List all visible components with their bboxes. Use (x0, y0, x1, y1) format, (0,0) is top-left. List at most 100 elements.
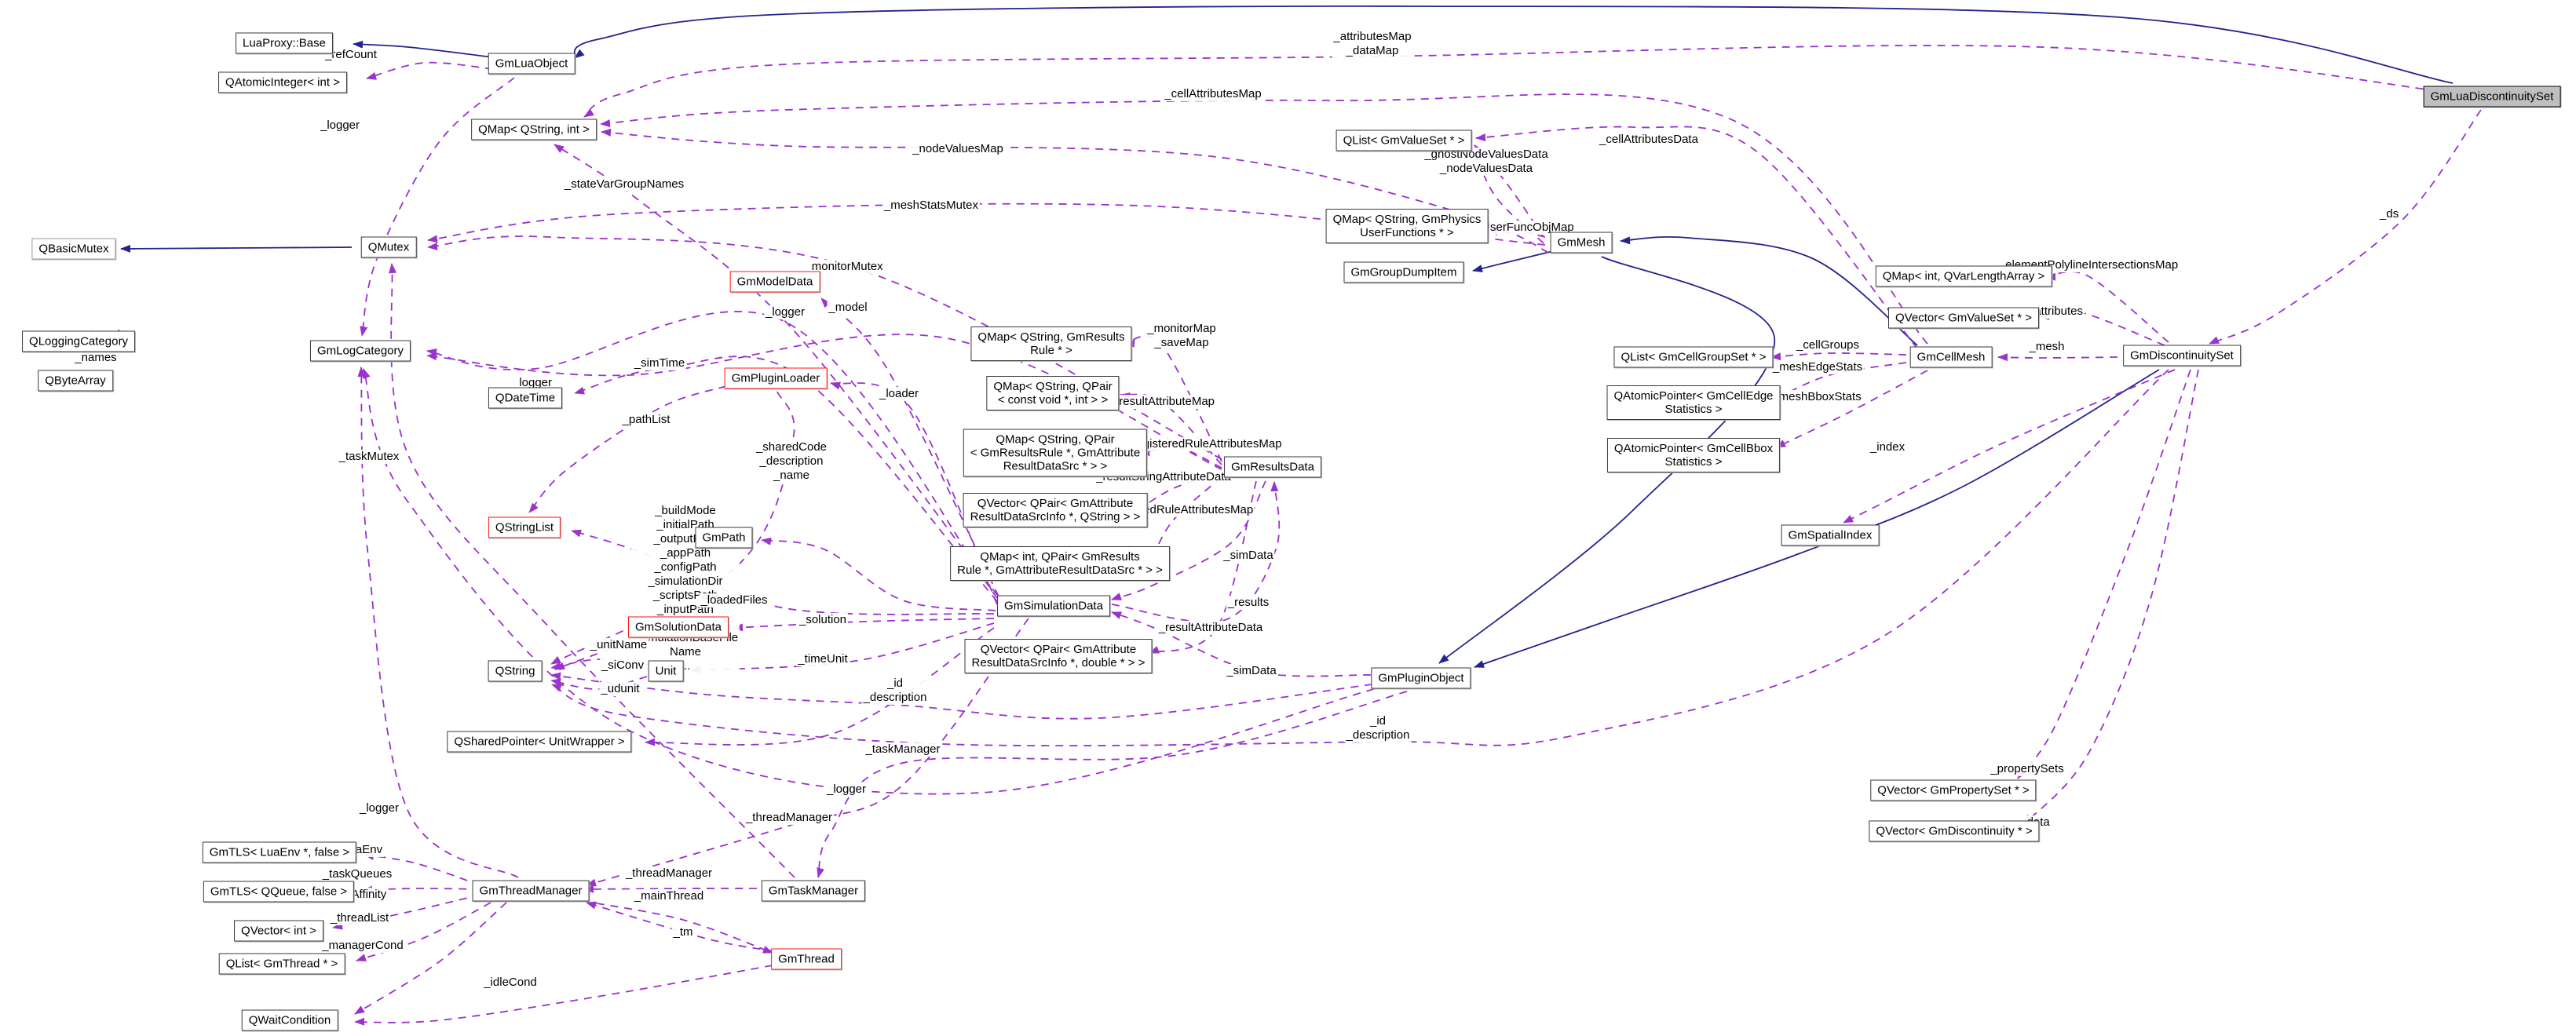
edge-gmpluginloader-to-qstring (550, 391, 795, 665)
class-node-gmgroupdumpitem[interactable]: GmGroupDumpItem (1343, 261, 1464, 283)
class-node-qvector-gmvalueset[interactable]: QVector< GmValueSet * > (1888, 307, 2039, 329)
edge-gmsimulationdata-to-qdatetime (574, 356, 998, 602)
class-node-qlist-gmthread[interactable]: QList< GmThread * > (218, 953, 345, 975)
class-node-qstringlist[interactable]: QStringList (488, 516, 561, 538)
class-node-gmtls-qqueue[interactable]: GmTLS< QQueue, false > (203, 881, 355, 903)
edge-gmthreadmanager-to-gmthread (582, 900, 773, 954)
class-node-qatomicpointer-cellbbox[interactable]: QAtomicPointer< GmCellBbox Statistics > (1606, 438, 1781, 472)
class-node-qstring[interactable]: QString (488, 660, 543, 682)
class-node-gmsolutiondata[interactable]: GmSolutionData (627, 616, 729, 638)
edge-unit-to-qstring (550, 658, 648, 670)
class-node-gmdiscontinuityset[interactable]: GmDiscontinuitySet (2123, 345, 2241, 367)
edge-gmdiscontinuityset-to-qvector-gmpropertyset (2017, 369, 2191, 779)
class-node-gmlogcategory[interactable]: GmLogCategory (309, 340, 411, 362)
edge-label: _logger (357, 801, 401, 815)
class-node-luaproxy-base[interactable]: LuaProxy::Base (236, 32, 333, 54)
edge-label: _monitorMap _saveMap (1145, 322, 1218, 350)
class-node-gmtls-luaenv[interactable]: GmTLS< LuaEnv *, false > (202, 841, 357, 863)
edge-gmcellmesh-to-qatomicpointer-cellbbox (1775, 370, 1928, 448)
class-node-gmthread[interactable]: GmThread (771, 948, 842, 970)
edge-gmresultsdata-to-qmap-resultsrule (1124, 335, 1222, 462)
class-node-qmutex[interactable]: QMutex (360, 236, 417, 258)
edge-label: _unregisteredRuleAttributesMap (1111, 437, 1284, 451)
class-node-qlist-gmcellgroupset[interactable]: QList< GmCellGroupSet * > (1613, 346, 1774, 368)
class-node-qmap-unreg[interactable]: QMap< QString, QPair < GmResultsRule *, … (963, 429, 1148, 477)
edge-label: _taskQueues (320, 867, 394, 881)
class-node-gmpath[interactable]: GmPath (695, 527, 753, 549)
class-node-qmap-gmphysics[interactable]: QMap< QString, GmPhysics UserFunctions *… (1325, 209, 1489, 243)
class-node-qvector-int[interactable]: QVector< int > (234, 920, 323, 942)
edge-label: _stateVarGroupNames (562, 177, 686, 192)
class-node-gmmesh[interactable]: GmMesh (1550, 232, 1613, 254)
class-node-qwaitcondition[interactable]: QWaitCondition (241, 1009, 338, 1031)
edge-gmluaobject-to-luaproxy-base (353, 40, 494, 58)
edge-gmmesh-to-qmap-qstring-int (601, 128, 1546, 238)
class-node-qvector-gmdiscontinuity[interactable]: QVector< GmDiscontinuity * > (1869, 820, 2040, 842)
class-node-qatomicpointer-celledge[interactable]: QAtomicPointer< GmCellEdge Statistics > (1606, 385, 1781, 420)
edge-label: _idleCond (482, 976, 539, 990)
class-node-gmpluginobject[interactable]: GmPluginObject (1371, 667, 1471, 689)
edge-gmthread-to-gmthreadmanager (586, 901, 775, 952)
class-node-gmsimulationdata[interactable]: GmSimulationData (997, 595, 1110, 617)
edge-label: _threadManager (623, 866, 714, 881)
edge-gmdiscontinuityset-to-gmpluginobject (1474, 369, 2160, 668)
edge-label: _simData (1222, 549, 1275, 563)
class-node-qlist-gmvalueset[interactable]: QList< GmValueSet * > (1336, 130, 1472, 151)
class-node-qbasicmutex[interactable]: QBasicMutex (31, 238, 116, 260)
edge-gmthreadmanager-to-gmlogcategory (357, 367, 519, 878)
edge-label: _managerCond (320, 939, 405, 953)
class-node-qvector-gmpropertyset[interactable]: QVector< GmPropertySet * > (1870, 779, 2037, 801)
class-node-qmap-int-pair[interactable]: QMap< int, QPair< GmResults Rule *, GmAt… (950, 546, 1170, 581)
class-node-gmcellmesh[interactable]: GmCellMesh (1909, 346, 1993, 368)
edge-gmsimulationdata-to-qsharedpointer-unitwrapper (645, 627, 995, 746)
class-node-qdatetime[interactable]: QDateTime (488, 387, 563, 409)
edge-label: _simTime (632, 356, 687, 370)
edge-label: _simData (1225, 664, 1278, 678)
edge-gmresultsdata-to-gmlogcategory (426, 334, 1222, 470)
edge-label: _results (1226, 596, 1271, 610)
edge-gmtaskmanager-to-gmthreadmanager (583, 885, 758, 893)
edge-label: _loader (877, 387, 921, 401)
class-node-gmluadiscontinuityset[interactable]: GmLuaDiscontinuitySet (2423, 86, 2561, 108)
class-node-unit[interactable]: Unit (648, 660, 684, 682)
class-node-gmtaskmanager[interactable]: GmTaskManager (761, 880, 866, 902)
edge-label: _logger (763, 305, 807, 319)
class-node-qvector-srcinfo-qstring[interactable]: QVector< QPair< GmAttribute ResultDataSr… (963, 493, 1148, 527)
edge-label: _index (1868, 440, 1907, 454)
edge-gmcellmesh-to-qatomicpointer-celledge (1775, 362, 1907, 399)
edge-gmpluginobject-to-gmlogcategory (363, 368, 1375, 795)
class-node-gmthreadmanager[interactable]: GmThreadManager (472, 880, 590, 902)
class-node-qmap-resultsrule[interactable]: QMap< QString, GmResults Rule * > (970, 326, 1132, 361)
edge-gmluaobject-to-gmlogcategory (360, 77, 515, 337)
class-node-qmap-qvarlengtharray[interactable]: QMap< int, QVarLengthArray > (1875, 265, 2052, 287)
class-node-qmap-qstring-int[interactable]: QMap< QString, int > (471, 119, 597, 140)
edge-label: _tm (671, 925, 695, 939)
edge-label: _taskManager (864, 742, 942, 757)
class-node-gmresultsdata[interactable]: GmResultsData (1224, 456, 1321, 478)
edge-gmpluginobject-to-gmsimulationdata (1111, 611, 1372, 677)
class-node-gmpluginloader[interactable]: GmPluginLoader (724, 367, 828, 389)
edge-gmsimulationdata-to-gmsolutiondata (733, 618, 995, 632)
edge-label: _solution (797, 613, 849, 627)
edge-label: _nodeValuesMap (911, 142, 1005, 156)
edge-label: _loadedFiles (699, 593, 769, 607)
edge-gmresultsdata-to-qmap-constvoid (1120, 392, 1222, 465)
edge-label: _model (827, 301, 869, 315)
class-node-qbytearray[interactable]: QByteArray (38, 370, 113, 392)
edge-gmpluginobject-to-gmtaskmanager (817, 691, 1408, 878)
class-node-gmmodeldata[interactable]: GmModelData (729, 271, 820, 293)
edge-gmpluginobject-to-qstring (550, 672, 1373, 720)
class-node-qloggingcategory[interactable]: QLoggingCategory (22, 330, 135, 352)
class-node-gmluaobject[interactable]: GmLuaObject (488, 53, 575, 75)
class-node-qsharedpointer-unitwrapper[interactable]: QSharedPointer< UnitWrapper > (447, 731, 632, 753)
edge-gmthreadmanager-to-gmtls-luaenv (364, 852, 481, 886)
edge-label: _logger (510, 376, 554, 390)
edge-label: _threadList (328, 911, 391, 925)
class-node-qatomicinteger-int[interactable]: QAtomicInteger< int > (218, 71, 347, 93)
class-node-qvector-srcinfo-double[interactable]: QVector< QPair< GmAttribute ResultDataSr… (964, 639, 1153, 673)
class-node-gmspatialindex[interactable]: GmSpatialIndex (1781, 524, 1880, 546)
edge-gmpluginloader-to-qstringlist (528, 385, 727, 513)
class-node-qmap-constvoid[interactable]: QMap< QString, QPair < const void *, int… (986, 376, 1120, 410)
edge-label: _propertySets (1989, 762, 2066, 776)
